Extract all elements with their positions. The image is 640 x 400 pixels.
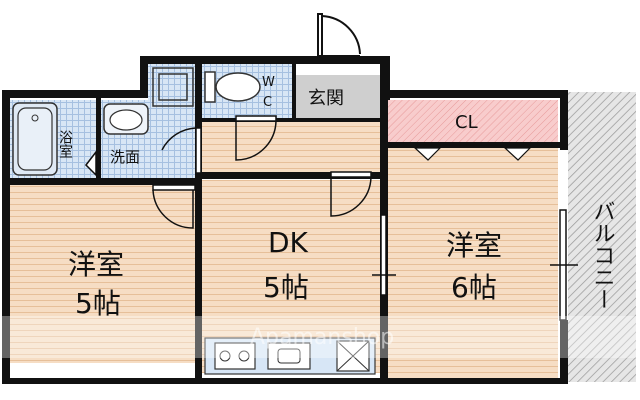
sliding-doors xyxy=(372,209,578,321)
western-room-right-name: 洋室 xyxy=(446,229,502,262)
closet-floor xyxy=(388,100,558,142)
watermark: Apamanshop xyxy=(250,325,394,350)
washbasin-icon xyxy=(103,103,149,135)
western-room-left-floor xyxy=(10,185,195,363)
hall-floor xyxy=(202,122,380,177)
western-room-left-name: 洋室 xyxy=(68,248,124,281)
entrance-label: 玄関 xyxy=(308,88,344,109)
western-room-right-floor xyxy=(388,148,558,380)
western-room-left-size: 5帖 xyxy=(75,287,121,320)
interior-doors xyxy=(85,115,372,229)
washing-machine-space-icon xyxy=(152,67,194,107)
watermark-band xyxy=(0,316,640,358)
bathtub-icon xyxy=(12,102,58,176)
entrance-floor xyxy=(295,75,380,120)
wc-label-w: W xyxy=(262,75,275,90)
balcony-floor xyxy=(568,92,636,382)
kitchen-counter xyxy=(204,337,376,375)
western-room-right-size: 6帖 xyxy=(451,271,497,304)
washroom-label: 洗面 xyxy=(110,148,140,166)
wc-label-c: C xyxy=(263,95,272,110)
wc-floor xyxy=(148,64,198,104)
toilet-icon xyxy=(204,71,261,103)
balcony-label: バルコニー xyxy=(590,200,615,310)
dk-size: 5帖 xyxy=(263,271,309,304)
closet-label: CL xyxy=(455,112,478,133)
closet-doors xyxy=(413,144,532,161)
entrance-door xyxy=(317,13,361,57)
bath-label: 浴室 xyxy=(57,130,73,158)
dk-name: DK xyxy=(268,226,309,259)
